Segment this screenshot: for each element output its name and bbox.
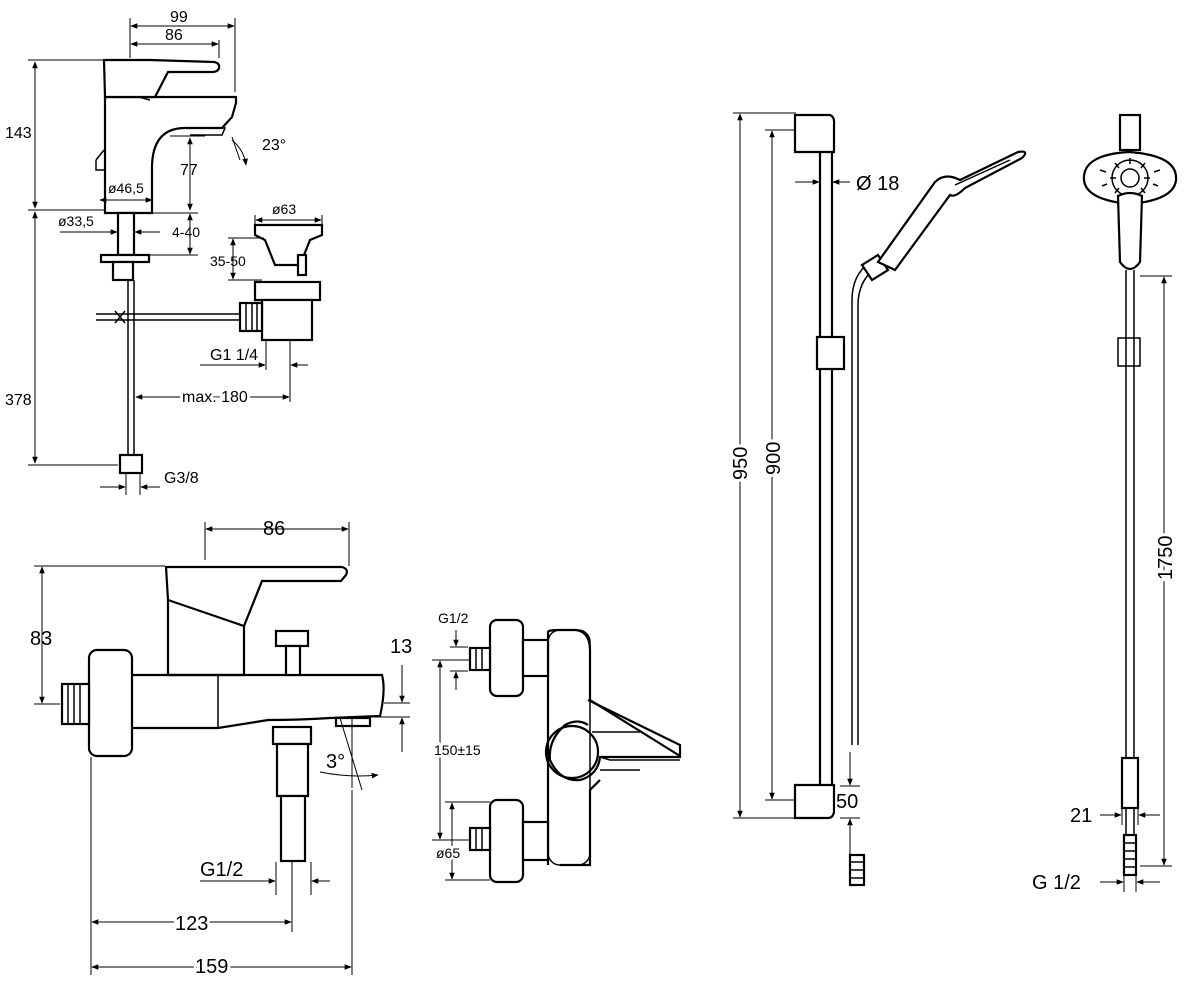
dim-d18: Ø 18 bbox=[856, 173, 899, 195]
bath-mixer-drawing: 86 83 13 3° G1/2 123 159 bbox=[30, 518, 412, 981]
waste-valve bbox=[253, 223, 324, 267]
dim-21: 21 bbox=[1070, 805, 1092, 827]
wall-connection-drawing: G1/2 150±15 ø65 bbox=[432, 610, 682, 884]
dim-123: 123 bbox=[175, 913, 208, 935]
hose-nut bbox=[1120, 756, 1140, 810]
dim-150-15: 150±15 bbox=[434, 742, 481, 758]
shower-head-front bbox=[1082, 150, 1178, 206]
lower-connector bbox=[488, 798, 525, 884]
wall-lever bbox=[548, 699, 682, 782]
dim-3-deg: 3° bbox=[326, 751, 345, 773]
dim-g1-2-bath: G1/2 bbox=[200, 859, 243, 881]
dim-d33-5: ø33,5 bbox=[58, 213, 94, 229]
dim-900: 900 bbox=[763, 442, 785, 475]
dim-83: 83 bbox=[30, 628, 52, 650]
dim-g3-8: G3/8 bbox=[164, 470, 199, 487]
dim-13: 13 bbox=[390, 636, 412, 658]
dim-378: 378 bbox=[5, 392, 32, 409]
dim-950: 950 bbox=[730, 447, 752, 480]
bottom-wall-bracket bbox=[793, 783, 836, 820]
bath-mixer-spout bbox=[132, 673, 385, 730]
dim-23-deg: 23° bbox=[262, 137, 286, 154]
dim-99: 99 bbox=[170, 9, 188, 26]
top-wall-bracket bbox=[793, 113, 836, 154]
basin-mixer-drawing: 99 86 143 23° 77 ø46,5 4-40 ø33,5 ø63 35… bbox=[5, 9, 324, 495]
shower-hose-drawing: 1750 21 G 1/2 bbox=[1032, 113, 1180, 894]
dim-86: 86 bbox=[165, 27, 183, 44]
wall-connector bbox=[87, 648, 134, 758]
basin-mixer-lever bbox=[102, 58, 221, 99]
dim-d46-5: ø46,5 bbox=[108, 180, 144, 196]
dim-50: 50 bbox=[836, 791, 858, 813]
upper-connector bbox=[488, 618, 525, 698]
mounting-shank bbox=[116, 211, 136, 257]
dim-1750: 1750 bbox=[1155, 536, 1177, 581]
dim-4-40: 4-40 bbox=[172, 224, 200, 240]
shower-rail-drawing: 950 900 Ø 18 50 bbox=[727, 112, 1027, 887]
basin-mixer-body bbox=[103, 95, 238, 215]
slider bbox=[815, 335, 846, 371]
dim-159: 159 bbox=[195, 956, 228, 978]
dim-g1-2-wall: G1/2 bbox=[438, 610, 469, 626]
dim-143: 143 bbox=[5, 125, 32, 142]
bath-mixer-lever bbox=[164, 565, 348, 628]
dim-d63: ø63 bbox=[272, 201, 296, 217]
dim-g1-2-hose: G 1/2 bbox=[1032, 872, 1081, 894]
dim-86-bath: 86 bbox=[263, 518, 285, 540]
hand-shower bbox=[876, 150, 1027, 272]
dim-77: 77 bbox=[180, 162, 198, 179]
dim-d65: ø65 bbox=[436, 845, 460, 861]
dim-max-180: max. 180 bbox=[182, 389, 248, 406]
dim-g1-1-4: G1 1/4 bbox=[210, 347, 258, 364]
dim-35-50: 35-50 bbox=[210, 253, 246, 269]
supply-nut bbox=[118, 453, 144, 475]
